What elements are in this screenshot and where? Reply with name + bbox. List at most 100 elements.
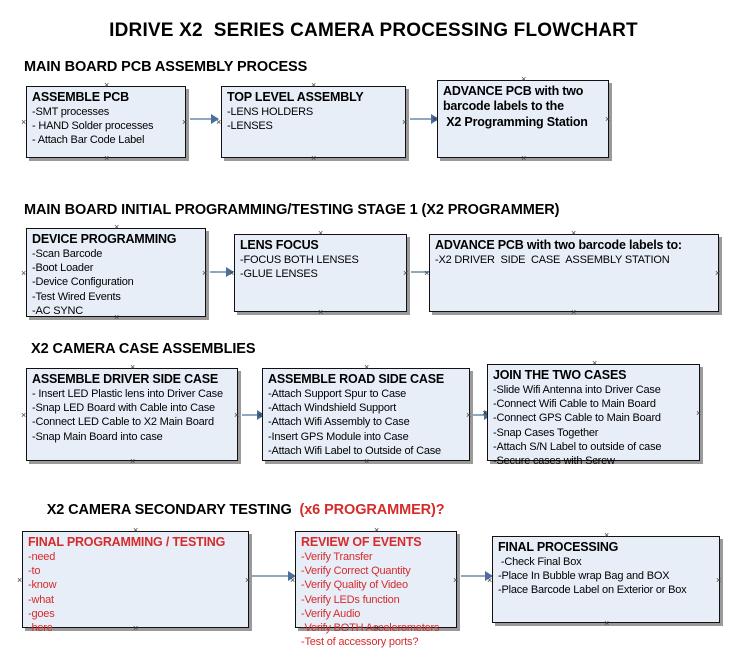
section-heading-x2-camera-case-assemblies: X2 CAMERA CASE ASSEMBLIES	[31, 341, 256, 357]
connector-handle-left[interactable]: ×	[17, 575, 23, 585]
connector-handle-bottom[interactable]: ×	[571, 307, 577, 317]
arrow-shaft	[210, 271, 233, 273]
node-assemble-driver-side-case[interactable]: ASSEMBLE DRIVER SIDE CASE - Insert LED P…	[21, 363, 240, 466]
connector-handle-top[interactable]: ×	[364, 362, 370, 372]
node-line: - Insert LED Plastic lens into Driver Ca…	[32, 388, 223, 400]
arrow-review-of-events-to-final-processing	[461, 571, 493, 581]
node-assemble-road-side-case[interactable]: ASSEMBLE ROAD SIDE CASE -Attach Support …	[257, 363, 472, 466]
node-review-of-events[interactable]: REVIEW OF EVENTS -Verify Transfer -Verif…	[290, 526, 459, 649]
arrow-top-level-assembly-to-advance-pcb	[410, 114, 439, 124]
connector-handle-top[interactable]: ×	[114, 222, 120, 232]
node-line: -Connect GPS Cable to Main Board	[493, 412, 661, 425]
connector-handle-bottom[interactable]: ×	[130, 456, 136, 466]
node-line: -Secure cases with Screw	[493, 455, 615, 468]
node-join-the-two-cases[interactable]: JOIN THE TWO CASES -Slide Wifi Antenna i…	[482, 359, 702, 468]
connector-handle-top[interactable]: ×	[571, 228, 577, 238]
connector-handle-bottom[interactable]: ×	[592, 456, 598, 466]
connector-handle-right[interactable]: ×	[696, 408, 702, 418]
connector-handle-bottom[interactable]: ×	[318, 307, 324, 317]
arrow-shaft	[461, 575, 492, 577]
connector-handle-top[interactable]: ×	[133, 525, 139, 535]
node-device-programming[interactable]: DEVICE PROGRAMMING -Scan Barcode -Boot L…	[21, 223, 208, 322]
node-header: DEVICE PROGRAMMING	[32, 232, 177, 246]
connector-handle-left[interactable]: ×	[432, 114, 438, 124]
connector-handle-top[interactable]: ×	[104, 80, 110, 90]
connector-handle-bottom[interactable]: ×	[114, 312, 120, 322]
connector-handle-right[interactable]: ×	[466, 410, 472, 420]
node-header: FINAL PROGRAMMING / TESTING	[28, 535, 226, 549]
connector-handle-bottom[interactable]: ×	[311, 153, 317, 163]
connector-handle-right[interactable]: ×	[716, 575, 722, 585]
connector-handle-left[interactable]: ×	[21, 410, 27, 420]
node-line: X2 Programming Station	[443, 114, 588, 129]
connector-handle-right[interactable]: ×	[715, 268, 721, 278]
connector-handle-left[interactable]: ×	[21, 117, 27, 127]
section-heading-text: X2 CAMERA SECONDARY TESTING	[46, 502, 300, 518]
node-final-programming-testing[interactable]: FINAL PROGRAMMING / TESTING -need -to -k…	[17, 526, 251, 635]
arrow-final-programming-to-review-of-events	[252, 571, 296, 581]
arrow-driver-side-to-road-side-case	[242, 410, 265, 420]
connector-handle-bottom[interactable]: ×	[521, 153, 527, 163]
node-assemble-pcb[interactable]: ASSEMBLE PCB -SMT processes - HAND Solde…	[21, 81, 188, 163]
connector-handle-bottom[interactable]: ×	[604, 618, 610, 628]
section-heading-accent: (x6 PROGRAMMER)?	[299, 502, 445, 518]
connector-handle-right[interactable]: ×	[453, 575, 459, 585]
connector-handle-bottom[interactable]: ×	[364, 456, 370, 466]
arrow-shaft	[473, 414, 491, 416]
node-line: -Attach Support Spur to Case	[268, 388, 407, 400]
node-line: -Snap LED Board with Cable into Case	[32, 402, 215, 415]
connector-handle-left[interactable]: ×	[424, 268, 430, 278]
connector-handle-right[interactable]: ×	[202, 268, 208, 278]
connector-handle-top[interactable]: ×	[374, 525, 380, 535]
arrow-head	[226, 267, 234, 277]
node-line: -SMT processes	[32, 106, 110, 118]
node-line: barcode labels to the	[443, 99, 564, 113]
connector-handle-bottom[interactable]: ×	[133, 623, 139, 633]
node-line: -Place In Bubble wrap Bag and BOX	[498, 570, 670, 583]
connector-handle-top[interactable]: ×	[604, 530, 610, 540]
arrow-shaft	[190, 118, 218, 120]
node-line: -know	[28, 579, 57, 592]
node-line: -here	[28, 622, 53, 635]
node-lens-focus[interactable]: LENS FOCUS -FOCUS BOTH LENSES -GLUE LENS…	[229, 229, 409, 317]
connector-handle-left[interactable]: ×	[487, 575, 493, 585]
node-line: -Connect Wifi Cable to Main Board	[493, 398, 656, 411]
node-top-level-assembly[interactable]: TOP LEVEL ASSEMBLY -LENS HOLDERS -LENSES…	[216, 81, 408, 163]
connector-handle-top[interactable]: ×	[592, 358, 598, 368]
arrow-assemble-pcb-to-top-level-assembly	[190, 114, 219, 124]
connector-handle-left[interactable]: ×	[229, 268, 235, 278]
node-line: -Boot Loader	[32, 262, 94, 275]
node-line: -to	[28, 565, 41, 578]
node-line: -AC SYNC	[32, 304, 83, 317]
node-header: JOIN THE TWO CASES	[493, 368, 627, 382]
node-final-processing[interactable]: FINAL PROCESSING -Check Final Box -Place…	[487, 531, 722, 628]
arrow-head	[288, 571, 296, 581]
connector-handle-right[interactable]: ×	[234, 410, 240, 420]
connector-handle-right[interactable]: ×	[245, 575, 251, 585]
connector-handle-right[interactable]: ×	[182, 117, 188, 127]
node-line: -Attach Wifi Assembly to Case	[268, 416, 410, 429]
node-line: -Verify Audio	[301, 607, 361, 620]
node-advance-pcb-to-driver-side-case-assembly[interactable]: ADVANCE PCB with two barcode labels to: …	[424, 229, 721, 317]
page-title: IDRIVE X2 SERIES CAMERA PROCESSING FLOWC…	[109, 20, 638, 41]
node-line: -Verify LEDs function	[301, 593, 400, 606]
connector-handle-top[interactable]: ×	[130, 362, 136, 372]
connector-handle-right[interactable]: ×	[402, 117, 408, 127]
connector-handle-left[interactable]: ×	[216, 117, 222, 127]
connector-handle-right[interactable]: ×	[403, 268, 409, 278]
node-header: FINAL PROCESSING	[498, 540, 619, 554]
connector-handle-left[interactable]: ×	[482, 408, 488, 418]
node-advance-pcb-to-x2-programming-station[interactable]: ADVANCE PCB with two barcode labels to t…	[432, 75, 611, 163]
connector-handle-top[interactable]: ×	[311, 80, 317, 90]
arrow-shaft	[411, 271, 436, 273]
arrow-device-programming-to-lens-focus	[210, 267, 234, 277]
connector-handle-left[interactable]: ×	[257, 410, 263, 420]
connector-handle-top[interactable]: ×	[521, 74, 527, 84]
connector-handle-left[interactable]: ×	[21, 268, 27, 278]
connector-handle-left[interactable]: ×	[290, 575, 296, 585]
connector-handle-right[interactable]: ×	[605, 114, 611, 124]
node-header: ADVANCE PCB with two barcode labels to:	[435, 238, 682, 252]
connector-handle-bottom[interactable]: ×	[104, 153, 110, 163]
connector-handle-bottom[interactable]: ×	[374, 623, 380, 633]
connector-handle-top[interactable]: ×	[318, 228, 324, 238]
